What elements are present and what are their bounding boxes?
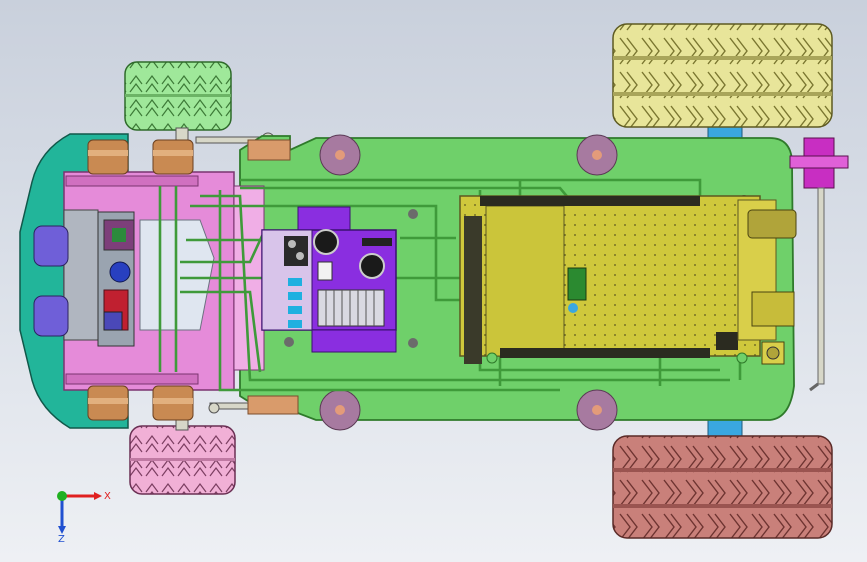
coordinate-axes-icon — [57, 491, 102, 534]
bearing-bottom-right — [152, 385, 194, 421]
coordinate-triad: X Z — [57, 491, 111, 544]
servo-motor[interactable] — [97, 211, 135, 347]
header-pins-left — [464, 216, 482, 364]
front-wheel-bottom[interactable] — [129, 425, 236, 495]
bronze-plate-bottom — [247, 395, 299, 415]
front-wheel-top[interactable] — [124, 61, 232, 131]
header-pins-top — [480, 196, 700, 206]
triad-x-label: X — [104, 491, 111, 502]
voltage-regulator — [567, 267, 587, 301]
rear-wheel-bottom[interactable] — [612, 435, 833, 539]
capacitor-2 — [359, 253, 385, 279]
controller-board[interactable] — [459, 195, 761, 364]
bronze-plate-top — [247, 139, 291, 161]
rear-wheel-top[interactable] — [612, 23, 833, 128]
triad-z-label: Z — [58, 534, 65, 544]
power-switch[interactable] — [789, 137, 849, 392]
ultrasonic-sensor[interactable] — [33, 209, 99, 341]
terminal-block — [284, 236, 308, 266]
motor-driver-board[interactable] — [261, 206, 397, 353]
bearing-bottom-left — [87, 385, 129, 421]
bearing-top-left — [87, 139, 129, 175]
heatsink — [317, 289, 385, 327]
header-pins-bottom — [500, 348, 710, 358]
capacitor-1 — [313, 229, 339, 255]
power-module[interactable] — [737, 199, 797, 365]
bearing-top-right — [152, 139, 194, 175]
